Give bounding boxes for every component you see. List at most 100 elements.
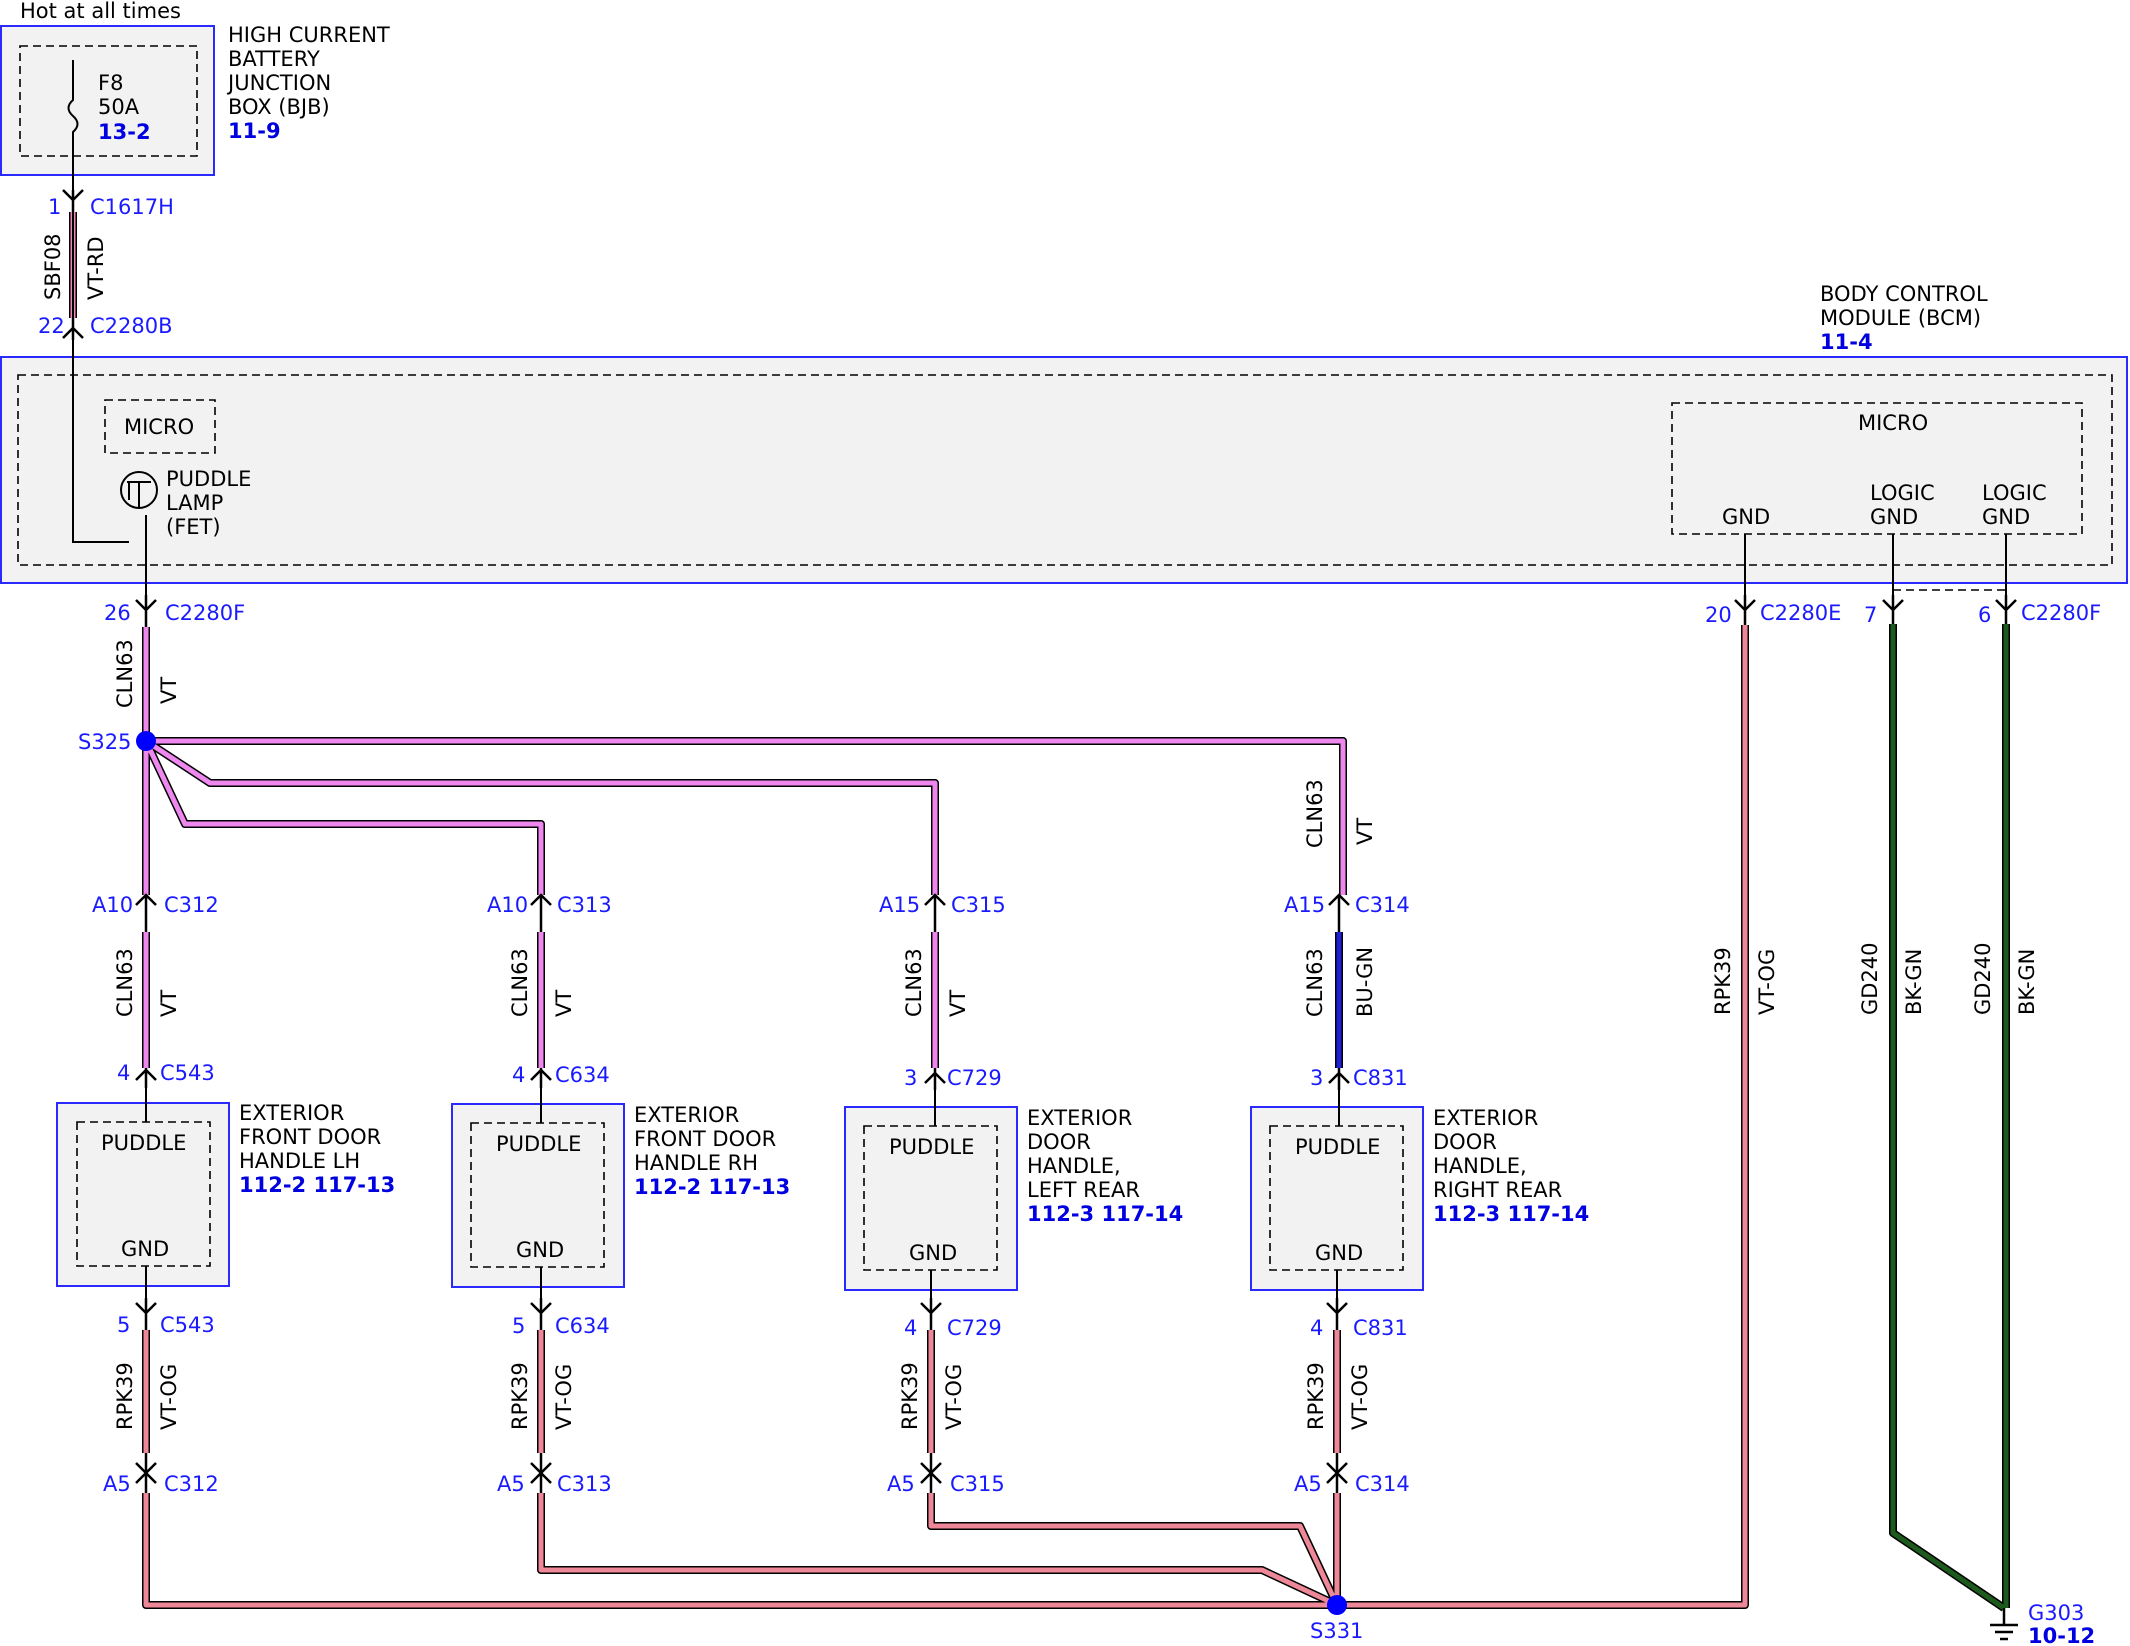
b2-dev-conn: C729 <box>947 1066 1002 1090</box>
b1-dev-conn: C634 <box>555 1063 610 1087</box>
logic-gnd-2a: LOGIC <box>1982 481 2047 505</box>
b2-refs: 112-3 117-14 <box>1027 1202 1183 1226</box>
conn-c2280b: C2280B <box>90 314 173 338</box>
pin-c2280e-20: 20 <box>1705 603 1732 627</box>
arrow-c543-up <box>135 1068 157 1088</box>
logic-gnd-2b: GND <box>1982 505 2030 529</box>
splice-s331 <box>1327 1595 1347 1615</box>
b2-gnd-pin: 4 <box>904 1316 917 1340</box>
logic2-color: BK-GN <box>2015 949 2039 1015</box>
arrow-c634-up <box>530 1068 552 1088</box>
arrow-c543-down <box>135 1298 157 1330</box>
b2-circuit: CLN63 <box>902 948 926 1017</box>
fuse-ref: 13-2 <box>98 120 151 144</box>
b2-color: VT <box>946 990 970 1017</box>
arrow-c831-down <box>1326 1298 1348 1330</box>
b3-color: BU-GN <box>1353 947 1377 1017</box>
b3-title-1: EXTERIOR <box>1433 1106 1538 1130</box>
splice-s325-label: S325 <box>78 730 131 754</box>
b2-top-pin: A15 <box>879 893 920 917</box>
pin-c2280f-26: 26 <box>104 601 131 625</box>
bcm-ref: 11-4 <box>1820 330 1873 354</box>
arrow-c634-down <box>530 1298 552 1330</box>
b1-title-2: FRONT DOOR <box>634 1127 776 1151</box>
device-box-rh-front <box>451 1103 625 1288</box>
b2-title-4: LEFT REAR <box>1027 1178 1140 1202</box>
bcm-gnd-wire-color: VT-OG <box>1755 949 1779 1015</box>
b0-ret-color: VT-OG <box>157 1364 181 1430</box>
bjb-title-2: BATTERY <box>228 47 320 71</box>
splice-s325 <box>136 731 156 751</box>
b1-gnd: GND <box>516 1238 564 1262</box>
b1-ret-circuit: RPK39 <box>508 1362 532 1430</box>
b0-color: VT <box>157 990 181 1017</box>
arrow-c831-up <box>1328 1068 1350 1090</box>
logic-gnd-1a: LOGIC <box>1870 481 1935 505</box>
b3-top-pin: A15 <box>1284 893 1325 917</box>
fuse-icon <box>67 60 79 200</box>
b0-ret-circuit: RPK39 <box>113 1362 137 1430</box>
b1-color: VT <box>552 990 576 1017</box>
arrow-c313-bot <box>530 1453 552 1493</box>
b3-gnd: GND <box>1315 1241 1363 1265</box>
arrow-c2280f-6 <box>1995 595 2017 624</box>
b0-refs: 112-2 117-13 <box>239 1173 395 1197</box>
b1-top-conn: C313 <box>557 893 612 917</box>
arrow-c312-top <box>135 893 157 932</box>
conn-c2280f-26: C2280F <box>165 601 245 625</box>
ground-icon <box>1990 1608 2018 1641</box>
wire-sbf08: SBF08 <box>41 233 65 300</box>
pin-c1617h: 1 <box>48 195 61 219</box>
b2-title-1: EXTERIOR <box>1027 1106 1132 1130</box>
splice-s331-label: S331 <box>1310 1619 1363 1643</box>
b2-title-3: HANDLE, <box>1027 1154 1121 1178</box>
b1-gnd-conn: C634 <box>555 1314 610 1338</box>
bcm-micro-right: MICRO <box>1858 411 1928 435</box>
b0-title-1: EXTERIOR <box>239 1101 344 1125</box>
b0-gnd-conn: C543 <box>160 1313 215 1337</box>
b3-title-3: HANDLE, <box>1433 1154 1527 1178</box>
arrow-c314-top <box>1328 893 1350 932</box>
bjb-title-4: BOX (BJB) <box>228 95 330 119</box>
bcm-title-2: MODULE (BCM) <box>1820 306 1981 330</box>
wire-b4-upper-color: VT <box>1353 818 1377 845</box>
conn-c1617h: C1617H <box>90 195 174 219</box>
arrow-c312-bot <box>135 1453 157 1493</box>
b0-gnd: GND <box>121 1237 169 1261</box>
b2-bot-pin: A5 <box>887 1472 915 1496</box>
puddle-fet-2: LAMP <box>166 491 223 515</box>
bjb-ref: 11-9 <box>228 119 281 143</box>
ground-ref: 10-12 <box>2028 1624 2095 1646</box>
b1-title-1: EXTERIOR <box>634 1103 739 1127</box>
b2-bot-conn: C315 <box>950 1472 1005 1496</box>
puddle-fet-3: (FET) <box>166 515 221 539</box>
b3-ret-circuit: RPK39 <box>1304 1362 1328 1430</box>
device-box-lh-front <box>56 1102 230 1287</box>
b0-top-conn: C312 <box>164 893 219 917</box>
b3-title-2: DOOR <box>1433 1130 1497 1154</box>
bcm-micro-left: MICRO <box>124 415 194 439</box>
logic-gnd-1b: GND <box>1870 505 1918 529</box>
b0-dev-conn: C543 <box>160 1061 215 1085</box>
b1-bot-pin: A5 <box>497 1472 525 1496</box>
b2-gnd: GND <box>909 1241 957 1265</box>
b3-dev-pin: 3 <box>1310 1066 1323 1090</box>
b2-top-conn: C315 <box>951 893 1006 917</box>
bcm-gnd: GND <box>1722 505 1770 529</box>
b3-title-4: RIGHT REAR <box>1433 1178 1562 1202</box>
connector-arrows <box>62 189 2017 1493</box>
b3-dev-conn: C831 <box>1353 1066 1408 1090</box>
arrow-c315-bot <box>920 1453 942 1493</box>
wire-feed-color: VT <box>157 677 181 704</box>
arrow-c2280-7 <box>1882 595 1904 624</box>
hot-at-all-times: Hot at all times <box>20 0 181 23</box>
fuse-rating: 50A <box>98 95 140 119</box>
b0-title-3: HANDLE LH <box>239 1149 360 1173</box>
bjb-title-1: HIGH CURRENT <box>228 23 390 47</box>
fet-transistor-icon <box>120 471 158 509</box>
b1-ret-color: VT-OG <box>552 1364 576 1430</box>
b0-gnd-pin: 5 <box>117 1313 130 1337</box>
fuse-name: F8 <box>98 71 123 95</box>
b1-title-3: HANDLE RH <box>634 1151 758 1175</box>
